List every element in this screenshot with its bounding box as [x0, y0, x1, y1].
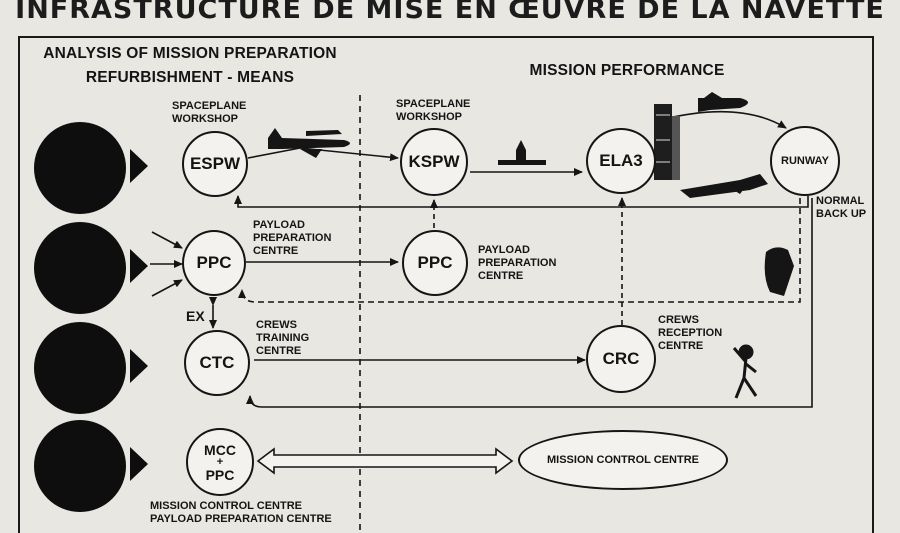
crc-caption-line1: CREWS — [658, 314, 699, 326]
ela3-node: ELA3 — [586, 128, 656, 194]
diagram-title: INFRASTRUCTURE DE MISE EN ŒUVRE DE LA NA… — [15, 0, 885, 25]
pointer-arrow-icon — [130, 249, 148, 283]
ppc-left-caption-line1: PAYLOAD — [253, 219, 305, 231]
pointer-arrow-icon — [130, 349, 148, 383]
payload-photo-icon — [34, 222, 126, 314]
ctc-caption-line3: CENTRE — [256, 345, 302, 357]
astronaut-photo-icon — [34, 322, 126, 414]
espw-caption-line2: WORKSHOP — [172, 113, 238, 125]
launch-tower-icon — [654, 104, 680, 180]
mcc-text: MCC — [204, 441, 236, 458]
ctc-caption-line1: CREWS — [256, 319, 297, 331]
incoming-arrow-1 — [151, 231, 183, 249]
espw-caption-line1: SPACEPLANE — [172, 100, 247, 112]
ppc-right-caption-line3: CENTRE — [478, 270, 524, 282]
mcc-plus-text: + — [216, 455, 224, 468]
ctc-caption-line2: TRAINING — [256, 332, 310, 344]
backup-label: BACK UP — [816, 208, 867, 220]
diagram-frame — [18, 36, 874, 533]
ppc-right-caption-line1: PAYLOAD — [478, 244, 530, 256]
mcc-mission-control-double-arrow — [256, 447, 514, 475]
rocket-icon — [498, 140, 546, 165]
ppc-left-node: PPC — [182, 230, 246, 296]
ppc-left-caption-line3: CENTRE — [253, 245, 299, 257]
crc-caption-line3: CENTRE — [658, 340, 704, 352]
normal-label: NORMAL — [816, 195, 865, 207]
control-room-photo-icon — [34, 420, 126, 512]
walking-astronaut-icon — [732, 344, 758, 399]
section-right-heading: MISSION PERFORMANCE — [529, 62, 725, 79]
airplane-carrier-icon — [268, 128, 350, 158]
ex-label: EX — [186, 308, 205, 324]
crc-node: CRC — [586, 325, 656, 393]
section-left-heading-line2: REFURBISHMENT - MEANS — [85, 69, 295, 86]
runway-node: RUNWAY — [770, 126, 840, 196]
mcc-ppc-text: PPC — [205, 466, 235, 483]
section-left-heading-line1: ANALYSIS OF MISSION PREPARATION — [43, 45, 337, 62]
runway-to-ctc-return — [246, 198, 813, 408]
mission-control-centre-node: MISSION CONTROL CENTRE — [518, 430, 728, 490]
incoming-arrow-3 — [151, 279, 183, 297]
ppc-left-caption-line2: PREPARATION — [253, 232, 332, 244]
shuttle-photo-icon — [34, 122, 126, 214]
runway-return-to-espw — [234, 195, 809, 208]
kspw-caption-line2: WORKSHOP — [396, 111, 462, 123]
espw-node: ESPW — [182, 131, 248, 197]
ppc-right-node: PPC — [402, 230, 468, 296]
ctc-node: CTC — [184, 330, 250, 396]
footer-line1: MISSION CONTROL CENTRE — [150, 500, 302, 512]
landmass-icon — [764, 247, 794, 296]
pointer-arrow-icon — [130, 447, 148, 481]
pointer-arrow-icon — [130, 149, 148, 183]
landing-plane-icon — [680, 174, 768, 198]
kspw-caption-line1: SPACEPLANE — [396, 98, 471, 110]
crc-caption-line2: RECEPTION — [658, 327, 723, 339]
orbiter-icon — [698, 92, 748, 112]
mcc-ppc-node: MCC + PPC — [186, 428, 254, 496]
espw-to-kspw-arrow — [247, 147, 399, 162]
ppc-right-caption-line2: PREPARATION — [478, 257, 557, 269]
footer-line2: PAYLOAD PREPARATION CENTRE — [150, 513, 332, 525]
kspw-node: KSPW — [400, 128, 468, 196]
